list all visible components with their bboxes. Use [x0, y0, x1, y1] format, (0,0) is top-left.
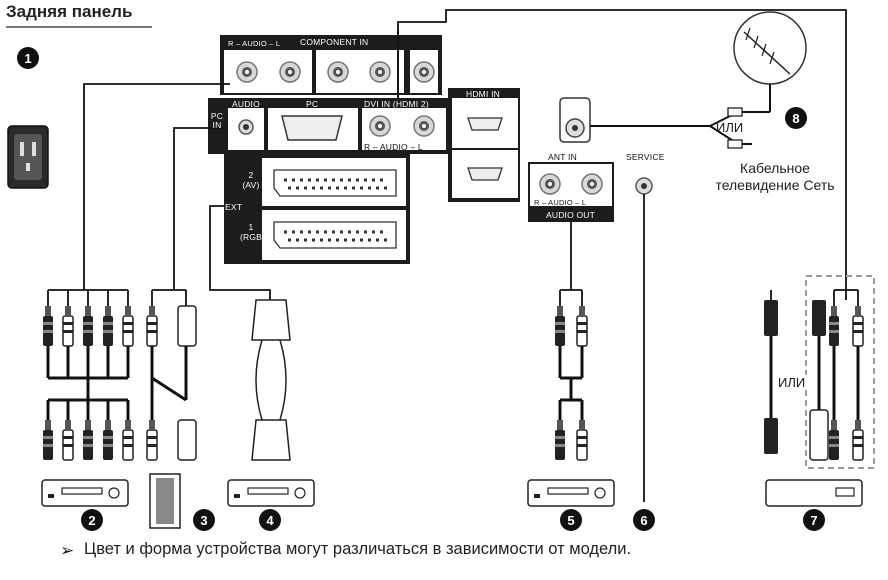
- component-in-panel: [220, 35, 442, 95]
- page-title: Задняя панель: [6, 2, 152, 28]
- service-label: SERVICE: [626, 152, 665, 162]
- hdmi-2-label: 2: [441, 116, 446, 126]
- device-7: [765, 479, 863, 507]
- note-arrow-icon: ➢: [60, 541, 75, 560]
- audio-label: AUDIO: [232, 99, 260, 109]
- scart-panel: [224, 154, 410, 264]
- device-5: [527, 479, 615, 507]
- badge-2: 2: [88, 513, 95, 528]
- hdmi-in-label: HDMI IN: [466, 89, 500, 99]
- scart-1-label: 1 (RGB): [240, 222, 266, 242]
- badge-3: 3: [200, 513, 207, 528]
- antenna-jack: [559, 97, 710, 143]
- antenna: [709, 11, 807, 149]
- cable-tv-label: Кабельное телевидение Сеть: [715, 160, 835, 193]
- hdmi-1-label: 1: [441, 168, 446, 178]
- audio-out-label: AUDIO OUT: [546, 210, 596, 220]
- dvi-in-label: DVI IN (HDMI 2): [364, 99, 429, 109]
- device-2: [41, 479, 129, 507]
- ant-in-label: ANT IN: [548, 152, 577, 162]
- dvi-audio-label: R – AUDIO – L: [364, 142, 423, 152]
- hdmi-or-label: ИЛИ: [776, 375, 808, 390]
- pc-label: PC: [306, 99, 319, 109]
- hdmi-panel: [448, 88, 520, 202]
- antenna-or-label: ИЛИ: [716, 120, 744, 135]
- power-socket: [7, 125, 49, 189]
- badge-6: 6: [640, 513, 647, 528]
- audio-out-rl-label: R – AUDIO – L: [534, 198, 587, 207]
- badge-7: 7: [810, 513, 817, 528]
- ext-label: EXT: [225, 202, 243, 212]
- dashed-box: [805, 275, 875, 469]
- badge-4: 4: [266, 513, 274, 528]
- badge-8: 8: [792, 111, 799, 126]
- scart-2-label: 2 (AV): [242, 170, 260, 190]
- badge-5: 5: [567, 513, 574, 528]
- component-audio-label: R – AUDIO – L: [228, 39, 281, 48]
- audio-out-panel: [528, 162, 653, 222]
- badge-1: 1: [24, 51, 31, 66]
- device-4: [227, 479, 315, 507]
- pc-dvi-panel: [208, 98, 448, 154]
- pc-tower: [149, 473, 181, 529]
- footnote: Цвет и форма устройства могут различатьс…: [84, 540, 632, 558]
- component-in-label: COMPONENT IN: [300, 37, 369, 47]
- pc-in-label: PC IN: [210, 111, 224, 130]
